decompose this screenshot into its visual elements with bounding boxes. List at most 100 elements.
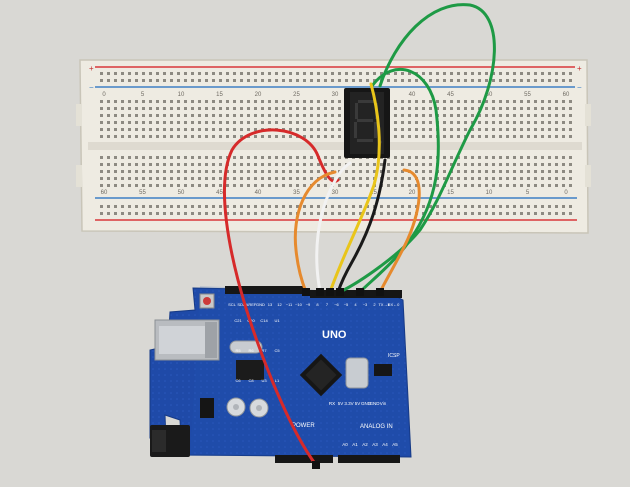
center-channel xyxy=(88,142,582,150)
column-number: 5 xyxy=(141,92,145,98)
component-label: C14 xyxy=(260,318,268,323)
bottom-power-rail xyxy=(95,197,577,221)
pin-label: AREF xyxy=(246,302,257,307)
pin-label: 7 xyxy=(326,302,329,307)
column-number: 10 xyxy=(178,92,185,98)
power-analog-header xyxy=(275,455,400,463)
usb-connector xyxy=(154,319,220,361)
pin-label: 4 xyxy=(354,302,357,307)
icsp-header xyxy=(374,364,392,376)
orange-jumper-wire-left xyxy=(293,170,337,294)
column-number: 25 xyxy=(293,92,300,98)
component-label: R7 xyxy=(261,348,267,353)
column-number: 20 xyxy=(255,92,262,98)
column-number: 15 xyxy=(447,190,454,196)
pin-label: GND xyxy=(370,401,381,406)
analog-in-label: ANALOG IN xyxy=(360,424,393,430)
pin-label: SCL xyxy=(228,302,237,307)
column-number: 15 xyxy=(216,92,223,98)
pin-label: ~9 xyxy=(306,302,311,307)
column-number: 5 xyxy=(526,190,530,196)
rail-mark-plus-right: + xyxy=(577,64,582,73)
pin-label: 5V xyxy=(338,401,344,406)
component-label: U1 xyxy=(274,318,280,323)
component-label: C6 xyxy=(235,378,241,383)
board-model-label: UNO xyxy=(322,329,347,341)
column-number: 0 xyxy=(102,92,106,98)
pin-label: RX←0 xyxy=(388,302,401,307)
pin-label: A1 xyxy=(352,442,358,447)
rail-mark-minus-right: − xyxy=(577,83,582,92)
breadboard: + − + − 051015202530354045505560 6055504… xyxy=(76,59,591,234)
pin-label: ~5 xyxy=(344,302,349,307)
pin-label: 8 xyxy=(316,302,319,307)
pin-label: ~10 xyxy=(295,302,303,307)
voltage-regulator xyxy=(200,398,214,418)
rail-mark-minus-left: − xyxy=(89,83,94,92)
pin-label: A5 xyxy=(392,442,398,447)
pin-label: A0 xyxy=(342,442,348,447)
pin-label: ~3 xyxy=(363,302,368,307)
pin-label: A3 xyxy=(372,442,378,447)
column-number: 25 xyxy=(370,190,377,196)
column-number: 45 xyxy=(447,92,454,98)
pin-label: 12 xyxy=(277,302,282,307)
microcontroller-chip xyxy=(299,353,343,397)
seven-segment-display xyxy=(344,88,390,158)
component-label: R5 xyxy=(235,348,241,353)
pin-label: A2 xyxy=(362,442,368,447)
rail-mark-plus-left: + xyxy=(89,64,94,73)
column-number: 30 xyxy=(332,92,339,98)
component-label: L1 xyxy=(275,378,280,383)
pin-label: GND xyxy=(361,401,372,406)
pin-label: TX→1 xyxy=(378,302,390,307)
column-number: 50 xyxy=(486,92,493,98)
power-label: POWER xyxy=(292,423,315,429)
green-jumper-wire-short xyxy=(358,67,440,294)
column-number: 40 xyxy=(409,92,416,98)
crystal-oscillator xyxy=(229,340,263,354)
terminal-strip-top xyxy=(98,100,574,138)
pin-label: ~6 xyxy=(334,302,339,307)
analog-pin-labels: A0 A1 A2 A3 A4 A5 xyxy=(342,442,398,447)
electrolytic-capacitors xyxy=(226,397,269,418)
reset-button[interactable] xyxy=(199,293,215,309)
component-label: C21 xyxy=(234,318,242,323)
column-number: 20 xyxy=(409,190,416,196)
column-number: 30 xyxy=(332,190,339,196)
red-jumper-wire xyxy=(222,128,340,467)
white-jumper-wire xyxy=(315,161,352,294)
pin-label: 5V xyxy=(355,401,361,406)
pin-label: 3.3V xyxy=(344,401,353,406)
component-label: R6 xyxy=(248,348,254,353)
usb-serial-chip xyxy=(236,360,264,380)
black-jumper-wire xyxy=(336,158,387,294)
column-number: 35 xyxy=(293,190,300,196)
pin-label: RX xyxy=(329,401,335,406)
dc-power-jack xyxy=(150,425,190,457)
component-label: C8 xyxy=(248,378,254,383)
column-number: 55 xyxy=(524,92,531,98)
top-power-rail xyxy=(95,66,575,88)
pin-label: Vin xyxy=(380,401,387,406)
resonator xyxy=(345,357,369,389)
column-number: 40 xyxy=(255,190,262,196)
component-label: U3 xyxy=(261,378,267,383)
pin-label: SDA xyxy=(237,302,246,307)
column-number: 0 xyxy=(564,190,568,196)
pin-label: ~11 xyxy=(286,302,293,307)
column-number: 10 xyxy=(486,190,493,196)
column-number: 60 xyxy=(101,190,108,196)
pin-label: A4 xyxy=(382,442,388,447)
pin-label: 13 xyxy=(268,302,273,307)
icsp-label: ICSP xyxy=(388,353,400,359)
column-number: 50 xyxy=(178,190,185,196)
orange-jumper-wire-right xyxy=(378,168,421,294)
column-number: 55 xyxy=(139,190,146,196)
column-numbers-top: 051015202530354045505560 xyxy=(102,92,570,98)
